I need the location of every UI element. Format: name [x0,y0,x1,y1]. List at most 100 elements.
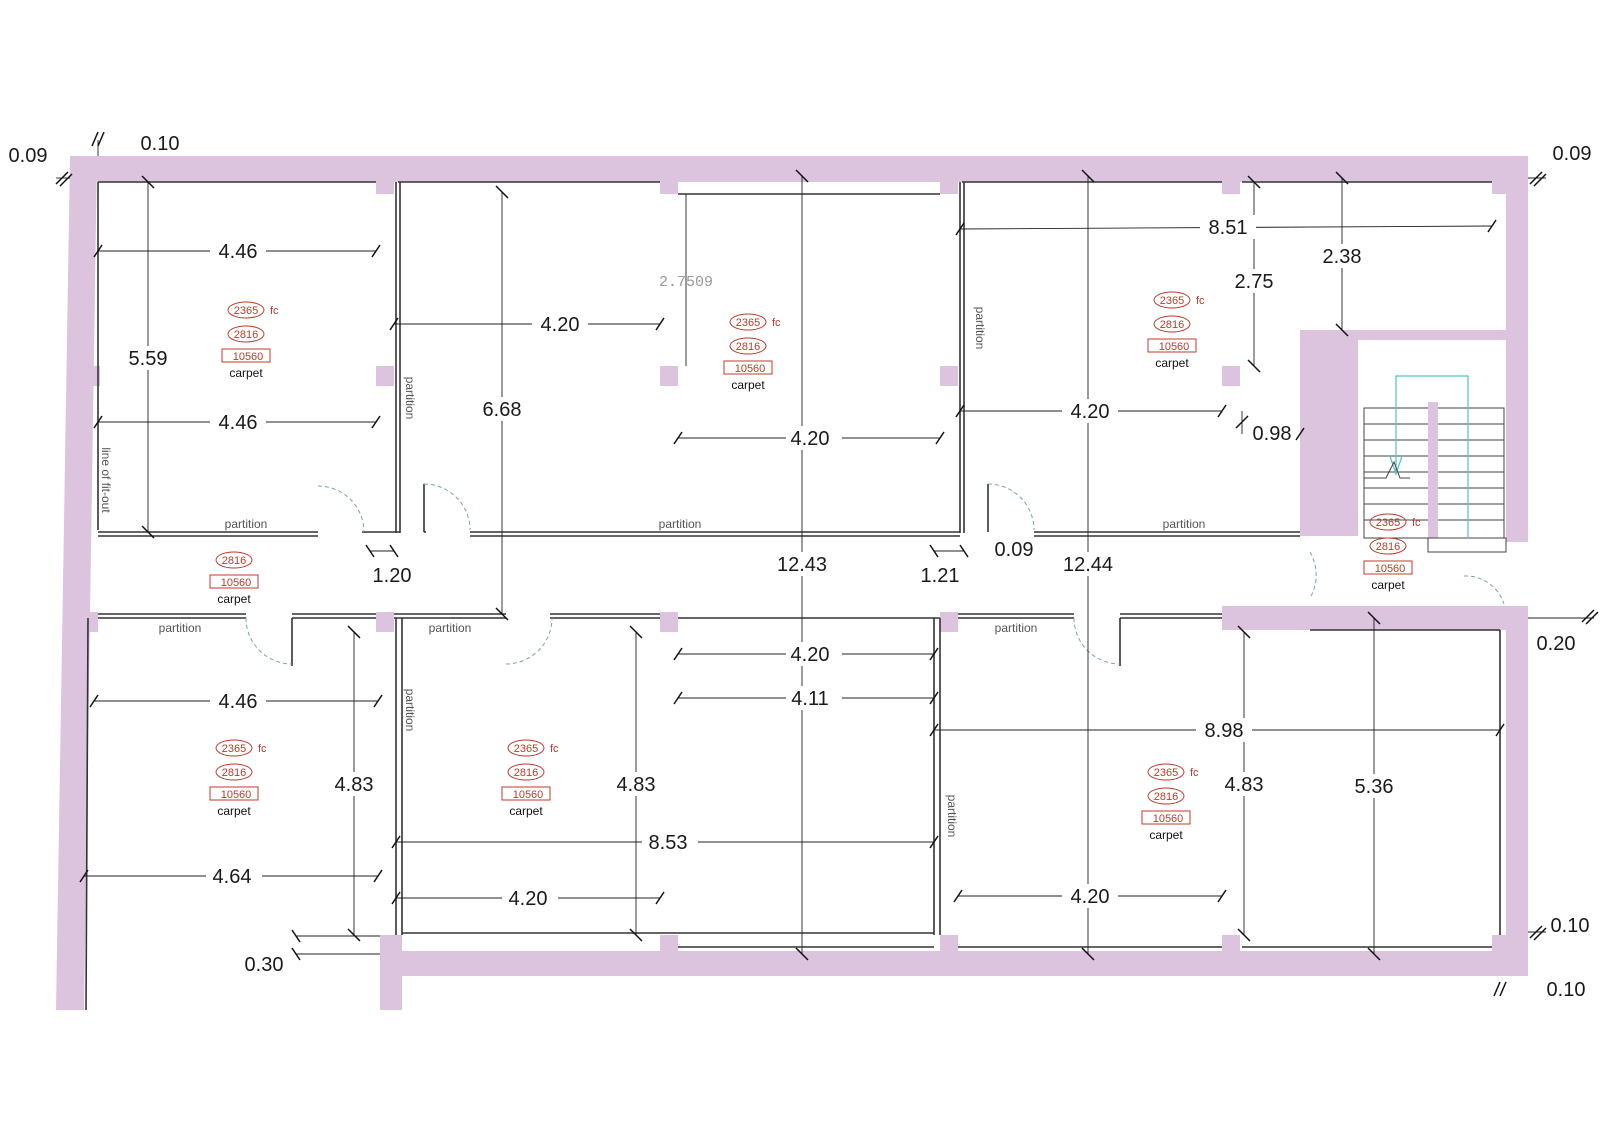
svg-text:fc: fc [772,317,781,329]
dim-1-20: 1.20 [373,565,412,587]
dim-4-20: 4.20 [791,644,830,666]
dim-8-98: 8.98 [1205,720,1244,742]
dim-2-38: 2.38 [1323,246,1362,268]
svg-text:10560: 10560 [221,577,252,589]
dim-5-36: 5.36 [1355,776,1394,798]
svg-text:fc: fc [258,743,267,755]
svg-text:2365: 2365 [1376,517,1400,529]
room-tag: 2816 10560 carpet [209,551,259,606]
svg-text:fc: fc [550,743,559,755]
column [90,366,100,386]
column [1492,935,1510,953]
svg-text:2365: 2365 [222,743,246,755]
svg-text:10560: 10560 [513,789,544,801]
svg-text:fc: fc [1412,517,1421,529]
svg-text:2365: 2365 [234,305,258,317]
door-swing [1463,575,1505,605]
svg-text:2365: 2365 [514,743,538,755]
door-swing [423,483,471,531]
dim-2-7509: 2.7509 [659,274,713,291]
column [660,366,678,386]
dim-0-10: 0.10 [1551,915,1590,937]
partition-label: partition [403,377,417,420]
partition-label: partition [225,517,268,531]
partition-label: partition [159,621,202,635]
svg-text:10560: 10560 [1153,813,1184,825]
dim-2-75: 2.75 [1235,271,1274,293]
dim-4-46: 4.46 [219,241,258,263]
svg-text:carpet: carpet [1155,356,1189,370]
room-tag: 2365 fc 2816 10560 carpet [209,739,267,818]
partition-label: partition [403,689,417,732]
svg-text:carpet: carpet [1149,828,1183,842]
svg-text:carpet: carpet [509,804,543,818]
column [940,612,958,632]
dim-4-20: 4.20 [1071,401,1110,423]
column [376,366,394,386]
dim-4-83: 4.83 [1225,774,1264,796]
svg-text:2816: 2816 [234,329,258,341]
walls [56,156,1528,1010]
left-wall [56,156,97,1010]
dim-0-30: 0.30 [245,954,284,976]
svg-text:carpet: carpet [731,378,765,392]
svg-text:carpet: carpet [1371,578,1405,592]
svg-text:fc: fc [1196,295,1205,307]
dim-8-51: 8.51 [1209,217,1248,239]
door-swing [987,483,1035,531]
svg-text:carpet: carpet [229,366,263,380]
door-swing [505,617,553,665]
staircase [1363,375,1507,553]
dim-12-44: 12.44 [1063,554,1113,576]
partition-labels: partition partition partition partition … [99,307,1205,838]
dim-0-09-top-left: 0.09 [9,145,48,167]
svg-text:carpet: carpet [217,592,251,606]
room-tag: 2365 fc 2816 10560 carpet [1141,763,1199,842]
lower-right-band [1222,606,1508,630]
svg-text:2816: 2816 [222,555,246,567]
svg-text:2365: 2365 [736,317,760,329]
dim-4-83: 4.83 [335,774,374,796]
column [1222,935,1240,953]
dim-1-21: 1.21 [921,565,960,587]
dim-4-46: 4.46 [219,691,258,713]
door-swing [245,617,293,665]
dim-4-64: 4.64 [213,866,252,888]
svg-text:2816: 2816 [1154,791,1178,803]
dim-4-20: 4.20 [509,888,548,910]
svg-text:carpet: carpet [217,804,251,818]
svg-text:2816: 2816 [1160,319,1184,331]
dim-4-20: 4.20 [791,428,830,450]
column [1492,178,1510,194]
door-swing [317,485,365,533]
dim-12-43: 12.43 [777,554,827,576]
column [1222,178,1240,194]
column [940,935,958,953]
dim-4-11: 4.11 [791,688,828,710]
room-tag: 2365 fc 2816 10560 carpet [501,739,559,818]
svg-text:2365: 2365 [1160,295,1184,307]
partition-label: partition [429,621,472,635]
column [660,178,678,194]
partition-label: partition [973,307,987,350]
svg-text:10560: 10560 [233,351,264,363]
right-wall-upper [1506,156,1528,542]
dimension-ticks [55,131,1599,997]
door-swings [245,483,1505,665]
partition-label: partition [1163,517,1206,531]
svg-text:2816: 2816 [736,341,760,353]
svg-text:fc: fc [270,305,279,317]
dim-0-09-top-right: 0.09 [1553,143,1592,165]
svg-text:fc: fc [1190,767,1199,779]
svg-text:10560: 10560 [221,789,252,801]
dim-0-10: 0.10 [1547,979,1586,1001]
column [86,612,98,632]
room-tag: 2365 fc 2816 10560 carpet [1363,513,1421,592]
dim-5-59: 5.59 [129,348,168,370]
dim-4-83: 4.83 [617,774,656,796]
bottom-wall [396,951,1528,976]
room-tag: 2365 fc 2816 10560 carpet [221,301,279,380]
partition-label: partition [659,517,702,531]
column [376,178,394,194]
